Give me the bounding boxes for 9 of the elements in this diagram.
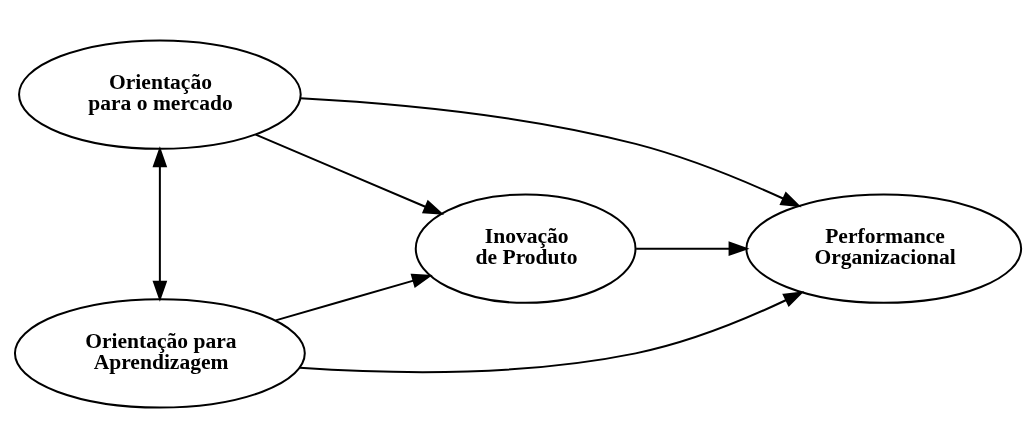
node-ellipse: Orientação para Aprendizagem (13, 298, 306, 409)
arrow (152, 146, 168, 302)
node-ellipse: Orientação para o mercado (18, 39, 302, 150)
arrow (299, 97, 802, 208)
arrow (274, 273, 433, 322)
arrow (298, 291, 805, 373)
node-ellipse: Inovação de Produto (414, 193, 637, 304)
arrow (254, 133, 445, 215)
arrow (635, 241, 750, 256)
